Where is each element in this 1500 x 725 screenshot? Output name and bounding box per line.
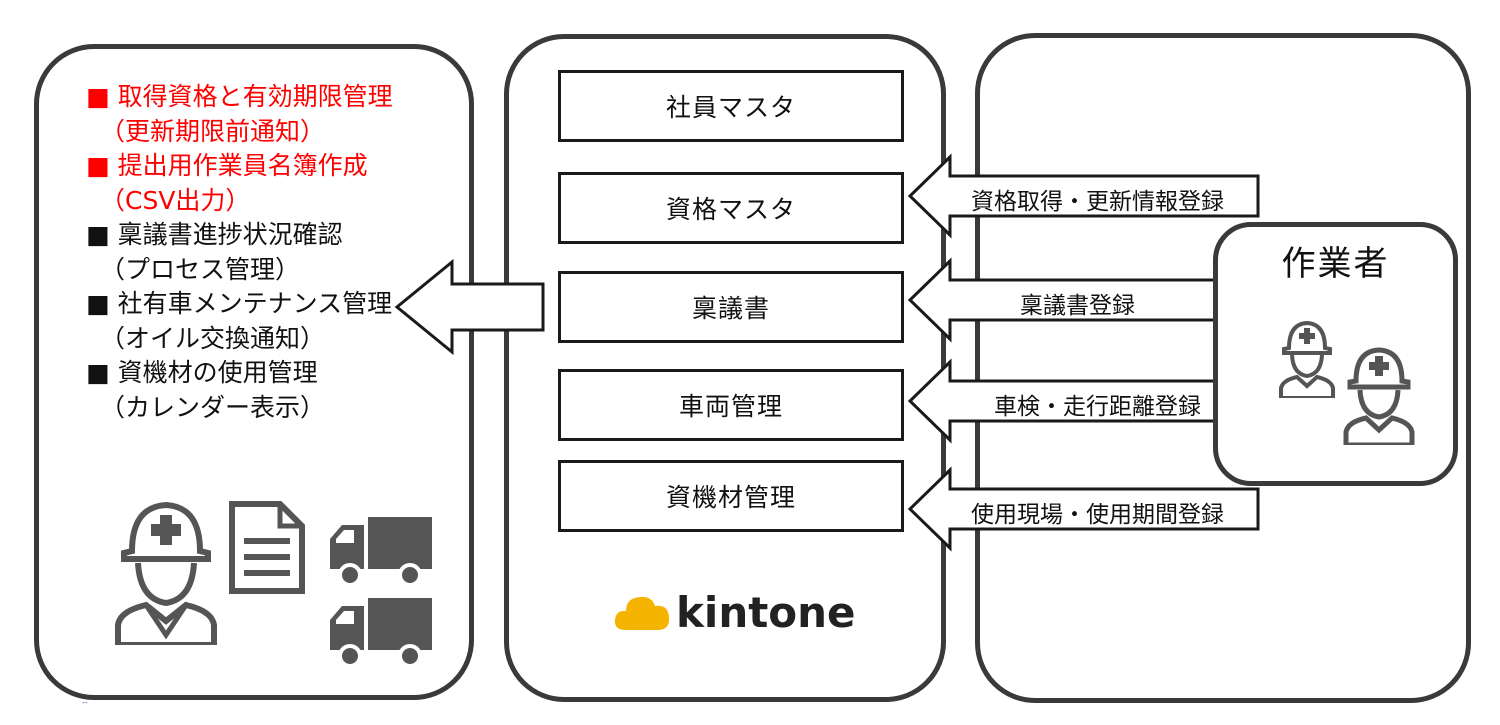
- feature-title: ■ 稟議書進捗状況確認: [86, 220, 343, 249]
- app-employee-master: 社員マスタ: [558, 70, 904, 142]
- app-vehicle-management: 車両管理: [558, 369, 904, 441]
- input-label-approval: 稟議書登録: [1020, 293, 1135, 319]
- feature-item: ■ 社有車メンテナンス管理 （オイル交換通知）: [86, 287, 466, 356]
- feature-list: ■ 取得資格と有効期限管理 （更新期限前通知） ■ 提出用作業員名簿作成 （CS…: [86, 80, 466, 425]
- feature-title: ■ 社有車メンテナンス管理: [86, 289, 393, 318]
- feature-title: ■ 提出用作業員名簿作成: [86, 151, 368, 180]
- input-label-vehicle: 車検・走行距離登録: [994, 394, 1201, 420]
- feature-subtitle: （CSV出力）: [100, 185, 251, 215]
- app-qualification-master: 資格マスタ: [558, 172, 904, 244]
- input-arrow-shape-4: [907, 466, 1260, 552]
- worker-icon: [1343, 347, 1415, 445]
- workers-panel: [1213, 222, 1458, 486]
- app-approval-document: 稟議書: [558, 271, 904, 343]
- feature-item: ■ 提出用作業員名簿作成 （CSV出力）: [86, 149, 466, 218]
- feature-title: ■ 取得資格と有効期限管理: [86, 82, 393, 111]
- input-arrow-shape-3: [907, 358, 1260, 444]
- workers-title: 作業者: [1281, 244, 1390, 284]
- truck-icon: [330, 517, 432, 587]
- kintone-logo-text: kintone: [676, 588, 856, 637]
- worker-icon: [1279, 320, 1335, 398]
- input-label-equipment: 使用現場・使用期間登録: [971, 502, 1224, 528]
- feature-subtitle: （更新期限前通知）: [100, 116, 326, 146]
- feature-item: ■ 稟議書進捗状況確認 （プロセス管理）: [86, 218, 466, 287]
- feature-subtitle: （オイル交換通知）: [100, 323, 326, 353]
- feature-subtitle: （カレンダー表示）: [100, 392, 326, 422]
- feature-subtitle: （プロセス管理）: [100, 254, 301, 284]
- feature-title: ■ 資機材の使用管理: [86, 358, 318, 387]
- input-arrow-shape-1: [907, 153, 1260, 239]
- input-arrow-shape-2: [907, 257, 1260, 343]
- footer-mark: --: [82, 698, 88, 707]
- worker-icon: [115, 501, 217, 645]
- output-arrow-shape: [394, 258, 545, 356]
- kintone-panel: [504, 34, 946, 702]
- truck-icon: [330, 598, 432, 668]
- feature-item: ■ 資機材の使用管理 （カレンダー表示）: [86, 356, 466, 425]
- input-label-qualification: 資格取得・更新情報登録: [971, 189, 1224, 215]
- document-icon: [229, 501, 305, 594]
- app-equipment-management: 資機材管理: [558, 460, 904, 532]
- kintone-cloud-icon: [614, 596, 670, 630]
- feature-item: ■ 取得資格と有効期限管理 （更新期限前通知）: [86, 80, 466, 149]
